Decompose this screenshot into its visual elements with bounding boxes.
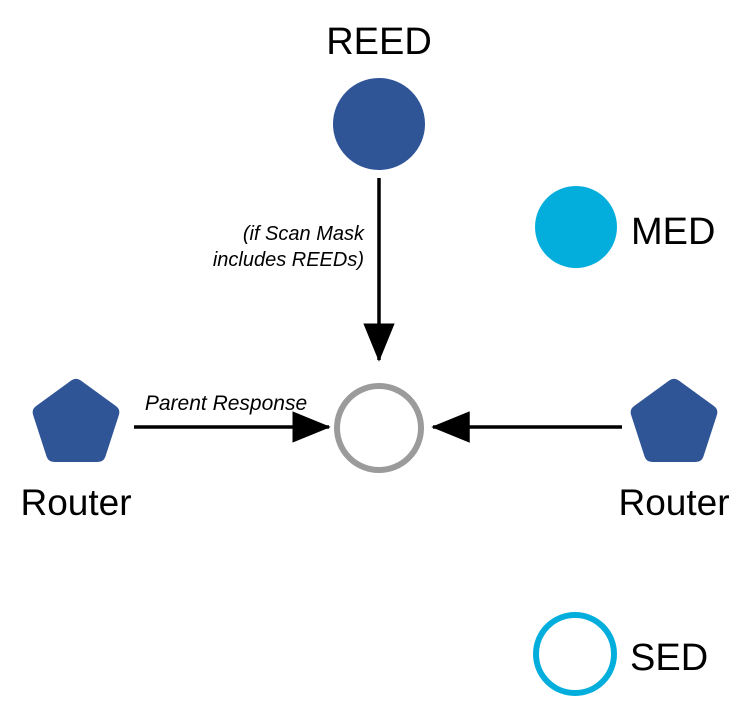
node-shape-reed[interactable] bbox=[333, 78, 425, 170]
node-label-router-right: Router bbox=[618, 482, 729, 523]
node-shape-med[interactable] bbox=[535, 186, 617, 268]
node-label-router-left: Router bbox=[20, 482, 131, 523]
node-shape-router-right[interactable] bbox=[630, 378, 718, 463]
edge-label-reed-to-center: (if Scan Mask includes REEDs) bbox=[213, 223, 365, 271]
node-label-med: MED bbox=[631, 211, 715, 253]
edge-label-router-left-to-center: Parent Response bbox=[145, 392, 307, 415]
edge-label-line: Parent Response bbox=[145, 392, 307, 415]
node-label-sed: SED bbox=[630, 637, 708, 679]
node-shape-sed[interactable] bbox=[533, 612, 617, 696]
node-shape-router-left[interactable] bbox=[32, 378, 120, 463]
edge-label-line: includes REEDs) bbox=[213, 249, 364, 271]
node-shape-center-sed[interactable] bbox=[334, 383, 424, 473]
edge-label-line: (if Scan Mask bbox=[243, 223, 365, 245]
nodes-layer bbox=[32, 78, 718, 696]
node-label-reed: REED bbox=[326, 21, 432, 63]
edges-layer bbox=[134, 178, 622, 443]
labels-layer: (if Scan Mask includes REEDs) Parent Respo… bbox=[20, 21, 729, 679]
